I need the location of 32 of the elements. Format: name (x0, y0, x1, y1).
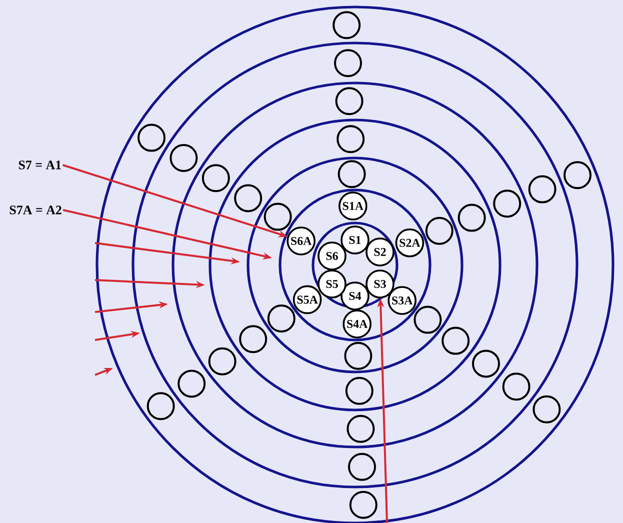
empty-circle (202, 164, 230, 192)
empty-circle (239, 325, 268, 354)
empty-circle (234, 184, 262, 212)
empty-circle (472, 350, 500, 378)
empty-circle (336, 125, 365, 154)
empty-circle (458, 204, 486, 232)
empty-circle (264, 202, 292, 231)
label-text: S7 = A1 (18, 160, 61, 170)
empty-circle (564, 161, 592, 190)
empty-circle (334, 49, 362, 78)
empty-circle (332, 11, 361, 40)
label-text: S7A = A2 (10, 206, 62, 214)
empty-circle (335, 87, 364, 116)
empty-circle (528, 175, 556, 204)
empty-circle (442, 326, 470, 355)
empty-circle (493, 190, 522, 218)
empty-circle (346, 414, 375, 443)
empty-circle (349, 490, 378, 519)
empty-circle (338, 160, 366, 188)
empty-circle (425, 216, 454, 245)
empty-circle (208, 347, 236, 376)
empty-circle (146, 392, 175, 420)
empty-circle (345, 376, 374, 405)
empty-circle (267, 304, 296, 332)
empty-circle (348, 452, 376, 481)
empty-circle (178, 370, 206, 398)
empty-circle (344, 342, 372, 370)
empty-circle (532, 395, 561, 424)
empty-circle (414, 306, 442, 334)
empty-circle (170, 144, 198, 172)
empty-circle (502, 372, 530, 401)
empty-circle (138, 124, 166, 152)
